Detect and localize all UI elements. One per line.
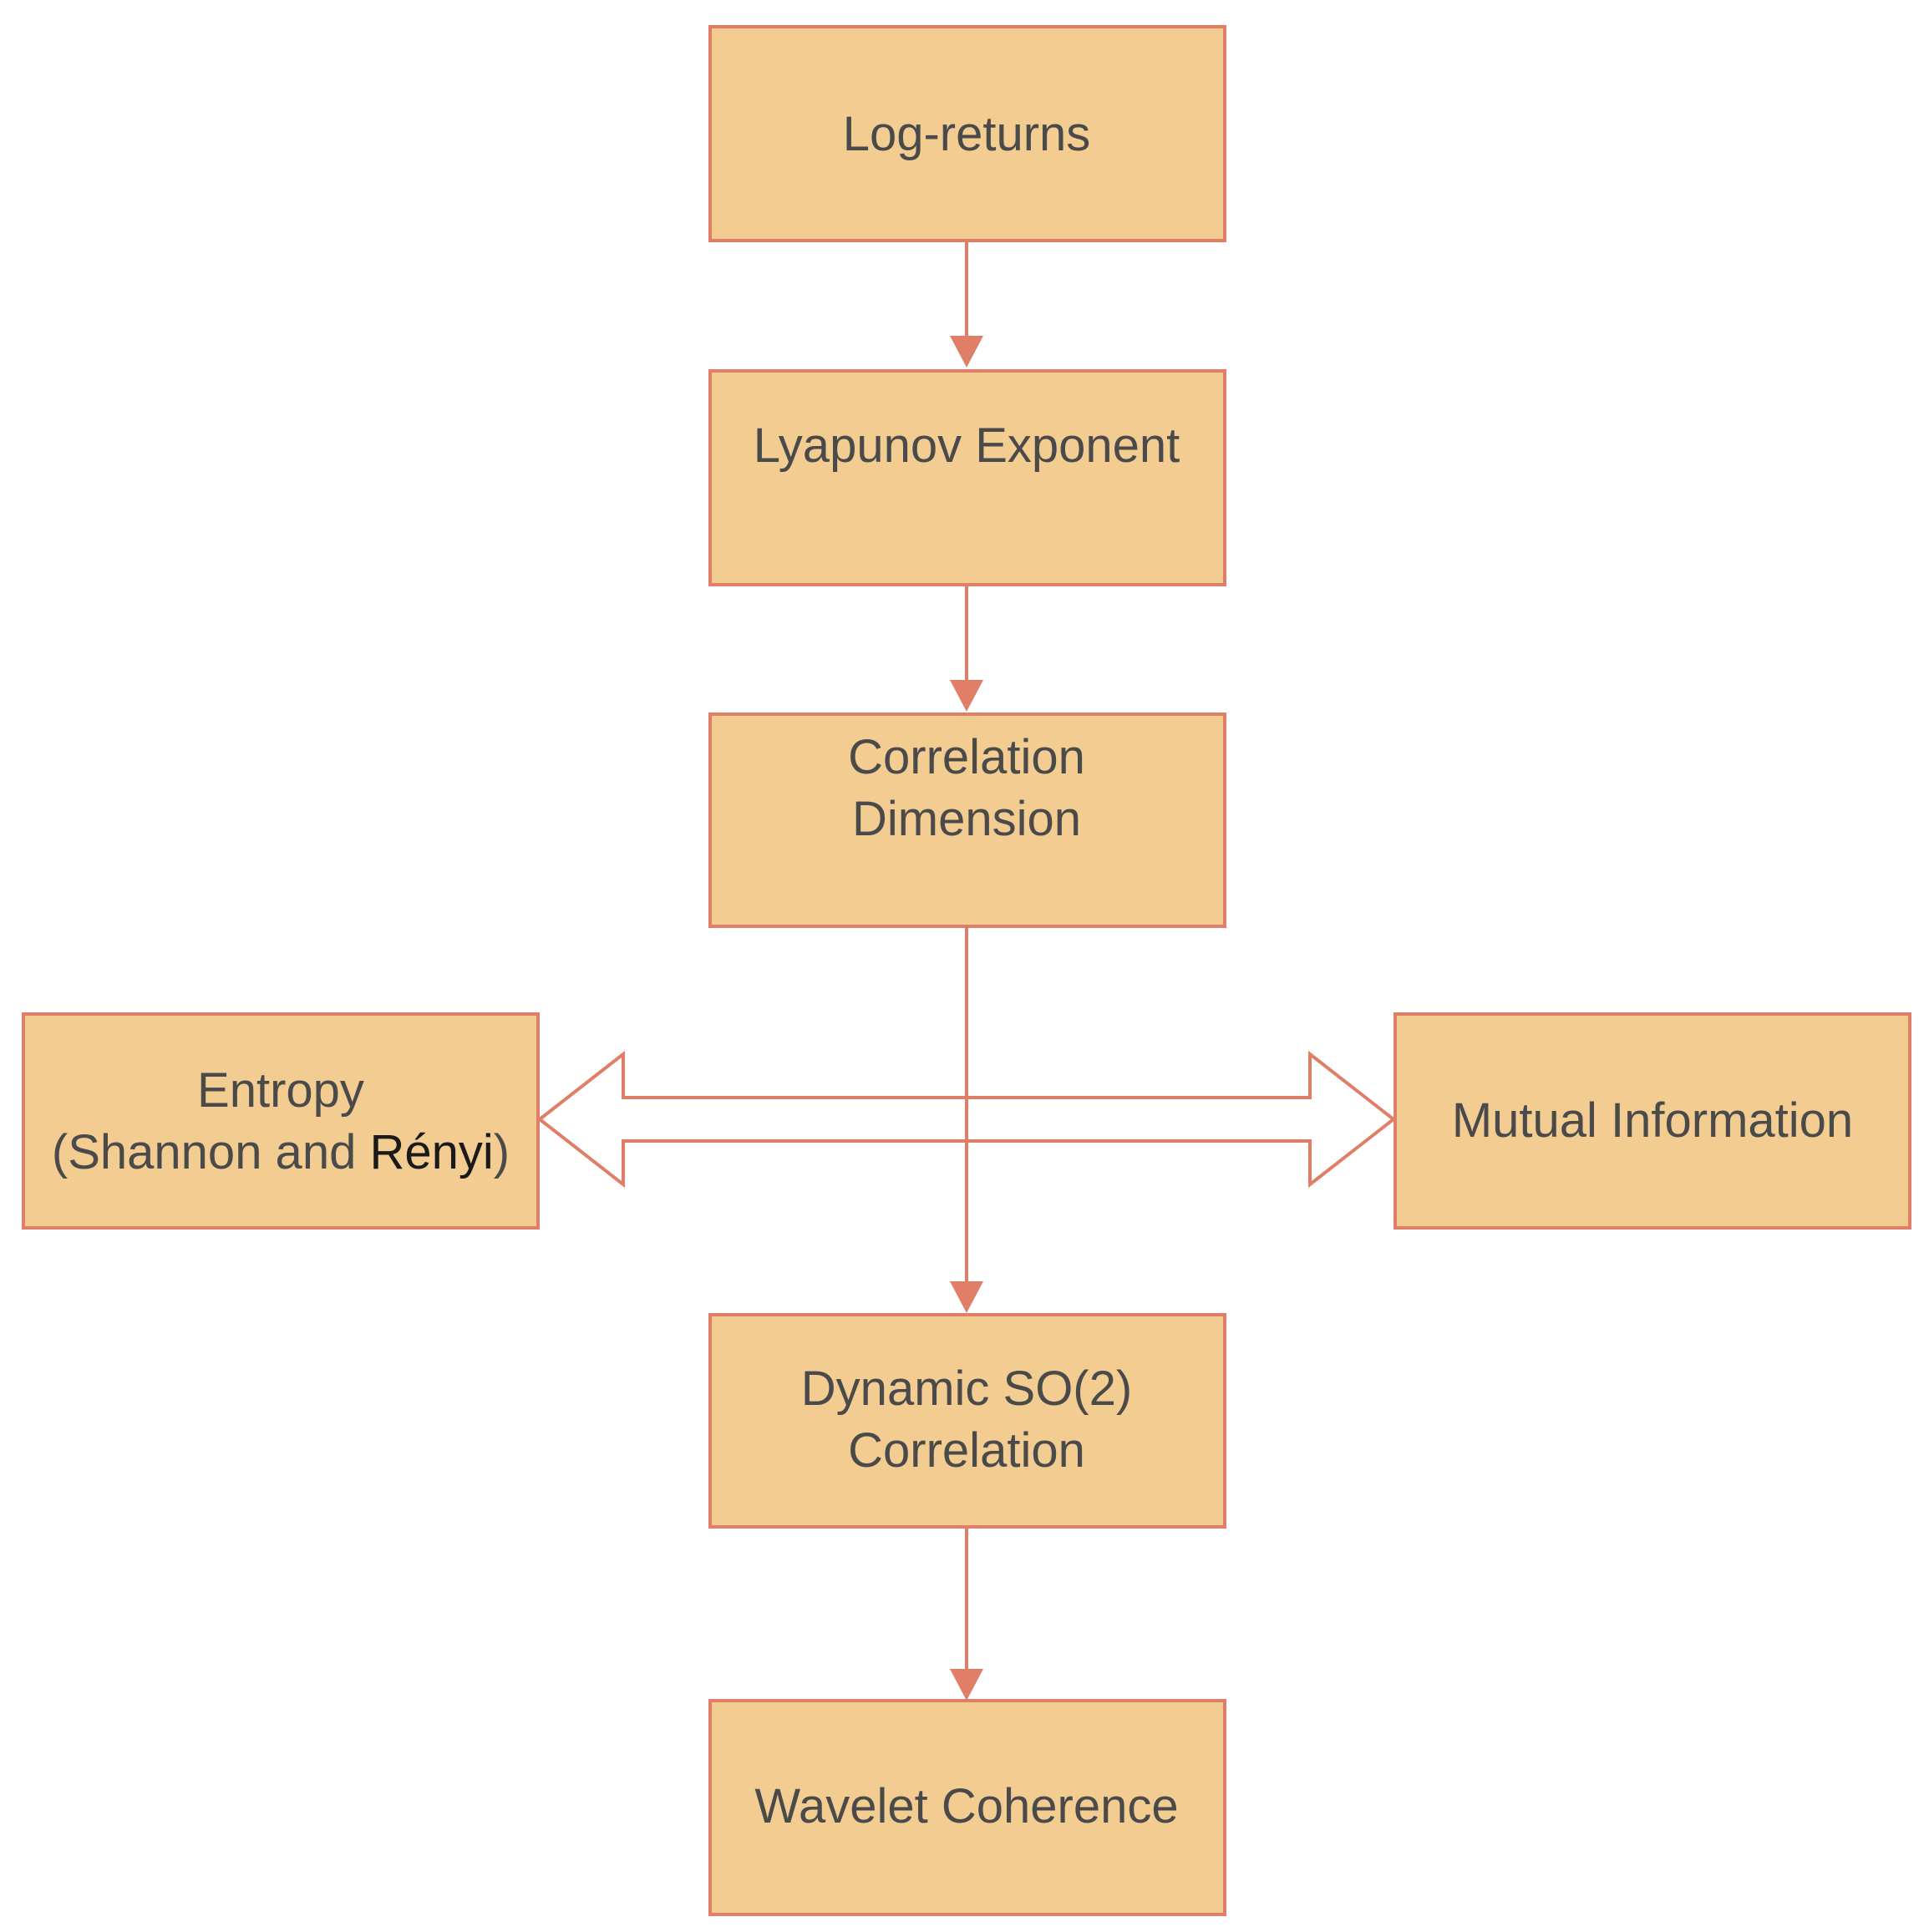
node-wavelet-coherence-label: Wavelet Coherence — [754, 1779, 1178, 1833]
node-entropy: Entropy (Shannon and Rényi) — [22, 1012, 540, 1230]
node-lyapunov-exponent-label: Lyapunov Exponent — [754, 418, 1180, 473]
edge-dynamic-so2-to-wavelet-coherence — [950, 1529, 983, 1701]
node-dynamic-so2-line1: Dynamic SO(2) — [801, 1362, 1132, 1416]
node-lyapunov-exponent: Lyapunov Exponent — [708, 369, 1226, 586]
node-entropy-line2-b: Rényi — [369, 1125, 493, 1179]
node-wavelet-coherence: Wavelet Coherence — [708, 1699, 1226, 1916]
node-correlation-dimension: Correlation Dimension — [708, 712, 1226, 928]
node-dynamic-so2-correlation: Dynamic SO(2) Correlation — [708, 1313, 1226, 1529]
node-mutual-information: Mutual Information — [1393, 1012, 1911, 1230]
node-log-returns-label: Log-returns — [843, 107, 1091, 161]
node-entropy-line2-a: (Shannon and — [52, 1125, 370, 1179]
node-dynamic-so2-line2: Correlation — [848, 1423, 1085, 1478]
node-entropy-line1: Entropy — [197, 1063, 364, 1118]
node-entropy-line2: (Shannon and Rényi) — [52, 1125, 510, 1179]
edge-log-returns-to-lyapunov — [950, 242, 983, 368]
node-correlation-dimension-line1: Correlation — [848, 730, 1085, 784]
edge-correlation-dimension-to-dynamic-so2 — [950, 927, 983, 1313]
node-mutual-information-label: Mutual Information — [1452, 1093, 1853, 1148]
node-log-returns: Log-returns — [708, 25, 1226, 242]
node-entropy-line2-c: ) — [494, 1125, 510, 1179]
edge-lyapunov-to-correlation-dimension — [950, 586, 983, 712]
node-correlation-dimension-line2: Dimension — [852, 792, 1081, 846]
